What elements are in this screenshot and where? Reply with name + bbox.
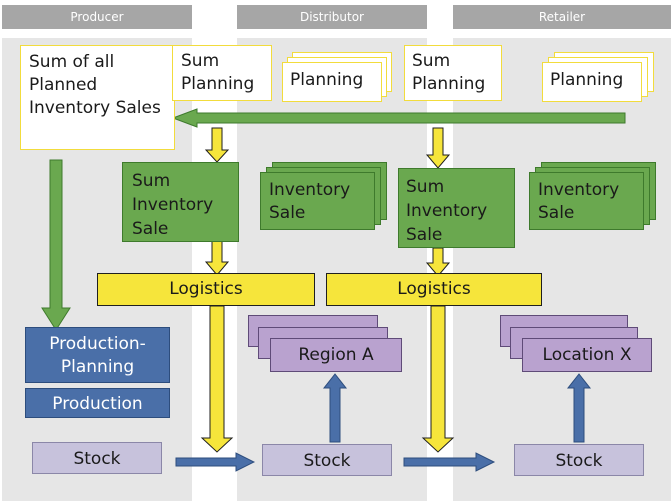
- production-label: Production: [52, 394, 143, 414]
- location-x-box: Location X: [522, 338, 652, 372]
- distributor-logistics: Logistics: [97, 273, 315, 306]
- retailer-sum-planning: Sum Planning: [404, 45, 502, 101]
- producer-stock-to-distributor-arrow: [175, 452, 256, 472]
- region-a-label: Region A: [298, 345, 374, 365]
- distributor-logistics-to-stock-arrow: [200, 305, 234, 453]
- distributor-logistics-label: Logistics: [169, 279, 243, 299]
- distributor-planning-label: Planning: [290, 70, 364, 90]
- stock-to-region-arrow: [322, 373, 348, 443]
- retailer-sum-inventory-sale: Sum Inventory Sale: [398, 168, 515, 248]
- region-a-box: Region A: [270, 338, 402, 372]
- distributor-stock-box: Stock: [262, 444, 392, 476]
- retailer-sum-inventory-sale-label: Sum Inventory Sale: [406, 177, 488, 245]
- distributor-planning-to-inventory-arrow: [204, 127, 230, 163]
- retailer-stock-label: Stock: [555, 451, 603, 471]
- retailer-sum-planning-label: Sum Planning: [412, 51, 486, 94]
- producer-stock-label: Stock: [73, 449, 121, 469]
- distributor-sum-planning: Sum Planning: [172, 45, 272, 101]
- distributor-sum-inventory-sale-label: Sum Inventory Sale: [132, 171, 214, 239]
- retailer-planning-label: Planning: [550, 70, 624, 90]
- retailer-inventory-to-logistics-arrow: [425, 247, 451, 277]
- retailer-logistics-to-stock-arrow: [421, 305, 455, 453]
- stock-to-location-arrow: [566, 373, 592, 443]
- production-planning-label: Production-Planning: [49, 334, 146, 377]
- distributor-stock-label: Stock: [303, 451, 351, 471]
- production-planning-box: Production-Planning: [25, 327, 170, 383]
- producer-stock-box: Stock: [32, 442, 162, 474]
- retailer-logistics-label: Logistics: [397, 279, 471, 299]
- distributor-planning: Planning: [282, 62, 382, 102]
- production-box: Production: [25, 388, 170, 418]
- distributor-sum-inventory-sale: Sum Inventory Sale: [122, 162, 239, 242]
- distributor-sum-planning-label: Sum Planning: [181, 51, 255, 94]
- planning-flow-arrow: [171, 108, 626, 128]
- distributor-inventory-to-logistics-arrow: [204, 239, 230, 276]
- retailer-lane-header: Retailer: [453, 5, 671, 29]
- sum-all-planned-inventory-sales: Sum of all Planned Inventory Sales: [20, 45, 175, 150]
- retailer-logistics: Logistics: [326, 273, 542, 306]
- retailer-inventory-sale: Inventory Sale: [529, 172, 644, 230]
- distributor-stock-to-retailer-arrow: [403, 452, 496, 472]
- retailer-planning: Planning: [542, 62, 642, 102]
- retailer-inventory-sale-label: Inventory Sale: [538, 180, 620, 223]
- retailer-stock-box: Stock: [514, 444, 644, 476]
- distributor-inventory-sale: Inventory Sale: [260, 172, 375, 230]
- producer-down-arrow: [41, 159, 71, 331]
- distributor-inventory-sale-label: Inventory Sale: [269, 180, 351, 223]
- distributor-lane-header: Distributor: [237, 5, 427, 29]
- producer-lane-header: Producer: [2, 5, 192, 29]
- sum-all-label: Sum of all Planned Inventory Sales: [29, 52, 161, 118]
- retailer-planning-to-inventory-arrow: [425, 127, 451, 169]
- location-x-label: Location X: [542, 345, 632, 365]
